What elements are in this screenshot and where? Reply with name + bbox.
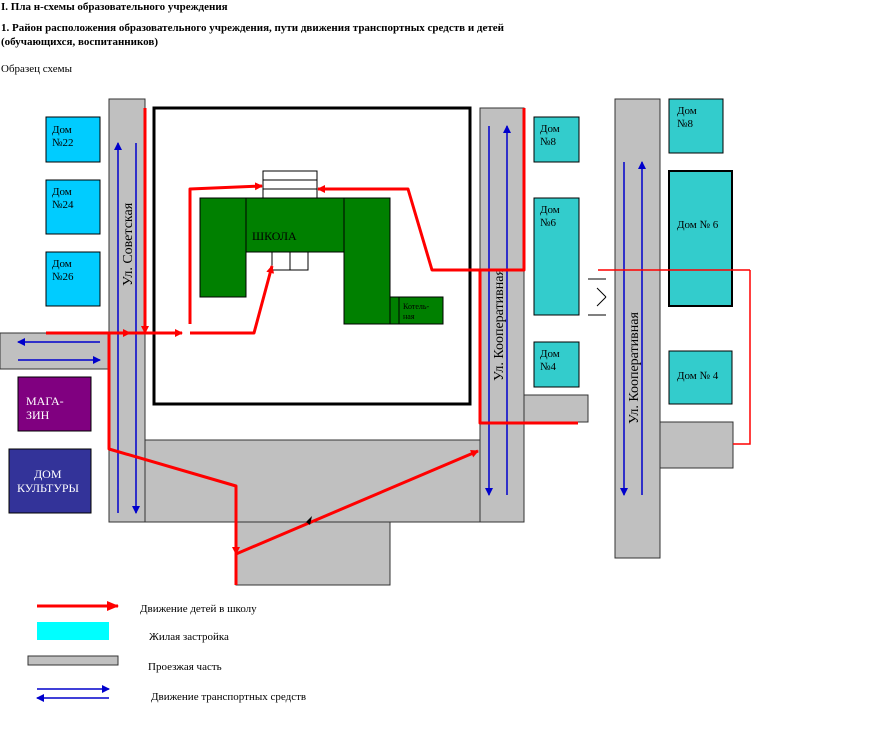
- house-24: [45, 179, 101, 235]
- house-26-label-2: №26: [52, 271, 74, 283]
- school-building: [199, 197, 444, 325]
- culture-house-building: [8, 448, 92, 514]
- shop-label-2: ЗИН: [26, 408, 50, 422]
- children-paths: [46, 108, 578, 585]
- house-4c-label-1: Дом: [540, 348, 560, 360]
- school-yard: [152, 106, 472, 406]
- road-east-spur: [523, 394, 589, 423]
- house-24-label-2: №24: [52, 199, 74, 211]
- house-6c-label-2: №6: [540, 217, 556, 229]
- culture-label-2: КУЛЬТУРЫ: [17, 481, 80, 495]
- legend-housing-symbol: [37, 622, 109, 640]
- house-8r-label-2: №8: [677, 118, 693, 130]
- children-path-east: [598, 269, 751, 445]
- house-6-center: [533, 197, 580, 316]
- house-8c-label-2: №8: [540, 136, 556, 148]
- culture-label-1: ДОМ: [34, 467, 62, 481]
- shop-building: [17, 376, 92, 432]
- houses-center: [533, 116, 580, 388]
- legend-vehicles-symbol: [36, 685, 110, 702]
- house-26-label-1: Дом: [52, 258, 72, 270]
- house-6c-label-1: Дом: [540, 204, 560, 216]
- road-south: [144, 439, 481, 523]
- school-porch-bottom: [271, 251, 309, 271]
- vehicle-paths: [17, 125, 646, 514]
- road-kooperativnaya-2: [614, 98, 661, 559]
- road-far-east-spur: [659, 421, 734, 469]
- legend: Движение детей в школу Жилая застройка П…: [27, 601, 306, 703]
- crossing-marks: [588, 278, 607, 316]
- house-24-label-1: Дом: [52, 186, 72, 198]
- road-kooperativnaya-1: [479, 107, 525, 523]
- house-6-right: [668, 170, 733, 307]
- houses-left: [45, 116, 101, 307]
- shop-label-1: МАГА-: [26, 394, 64, 408]
- houses-right: [668, 98, 733, 405]
- section-title-line1: 1. Район расположения образовательного у…: [1, 22, 504, 34]
- legend-roadway-label: Проезжая часть: [148, 661, 222, 673]
- small-black-arrowhead: [306, 516, 312, 525]
- house-8-right: [668, 98, 724, 154]
- road-south-spur: [235, 521, 391, 586]
- legend-roadway-symbol: [27, 655, 119, 666]
- legend-vehicles-label: Движение транспортных средств: [151, 691, 306, 703]
- boiler-label-1: Котель-: [403, 302, 430, 311]
- street-sovetskaya-label: Ул. Советская: [121, 202, 136, 286]
- house-8c-label-1: Дом: [540, 123, 560, 135]
- house-6r-label: Дом № 6: [677, 219, 719, 231]
- legend-children-label: Движение детей в школу: [140, 603, 257, 615]
- boiler-label-2: ная: [403, 312, 415, 321]
- school-label: ШКОЛА: [252, 229, 297, 243]
- house-22: [45, 116, 101, 163]
- sample-caption: Образец схемы: [1, 63, 72, 75]
- street-kooperativnaya-2-label: Ул. Кооперативная: [627, 312, 642, 424]
- section-title-line2: (обучающихся, воспитанников): [1, 36, 158, 48]
- street-kooperativnaya-1-label: Ул. Кооперативная: [492, 269, 507, 381]
- house-4-right: [668, 350, 733, 405]
- house-4c-label-2: №4: [540, 361, 556, 373]
- boiler-house: [398, 296, 444, 325]
- house-22-label-1: Дом: [52, 124, 72, 136]
- house-8r-label-1: Дом: [677, 105, 697, 117]
- house-4-center: [533, 341, 580, 388]
- house-26: [45, 251, 101, 307]
- legend-housing-label: Жилая застройка: [149, 631, 229, 643]
- page-title: I. Пла н-схемы образовательного учрежден…: [1, 1, 228, 13]
- road-west-spur: [0, 332, 110, 370]
- school-porch-top: [262, 170, 318, 199]
- house-4r-label: Дом № 4: [677, 370, 719, 382]
- house-22-label-2: №22: [52, 137, 74, 149]
- house-8-center: [533, 116, 580, 163]
